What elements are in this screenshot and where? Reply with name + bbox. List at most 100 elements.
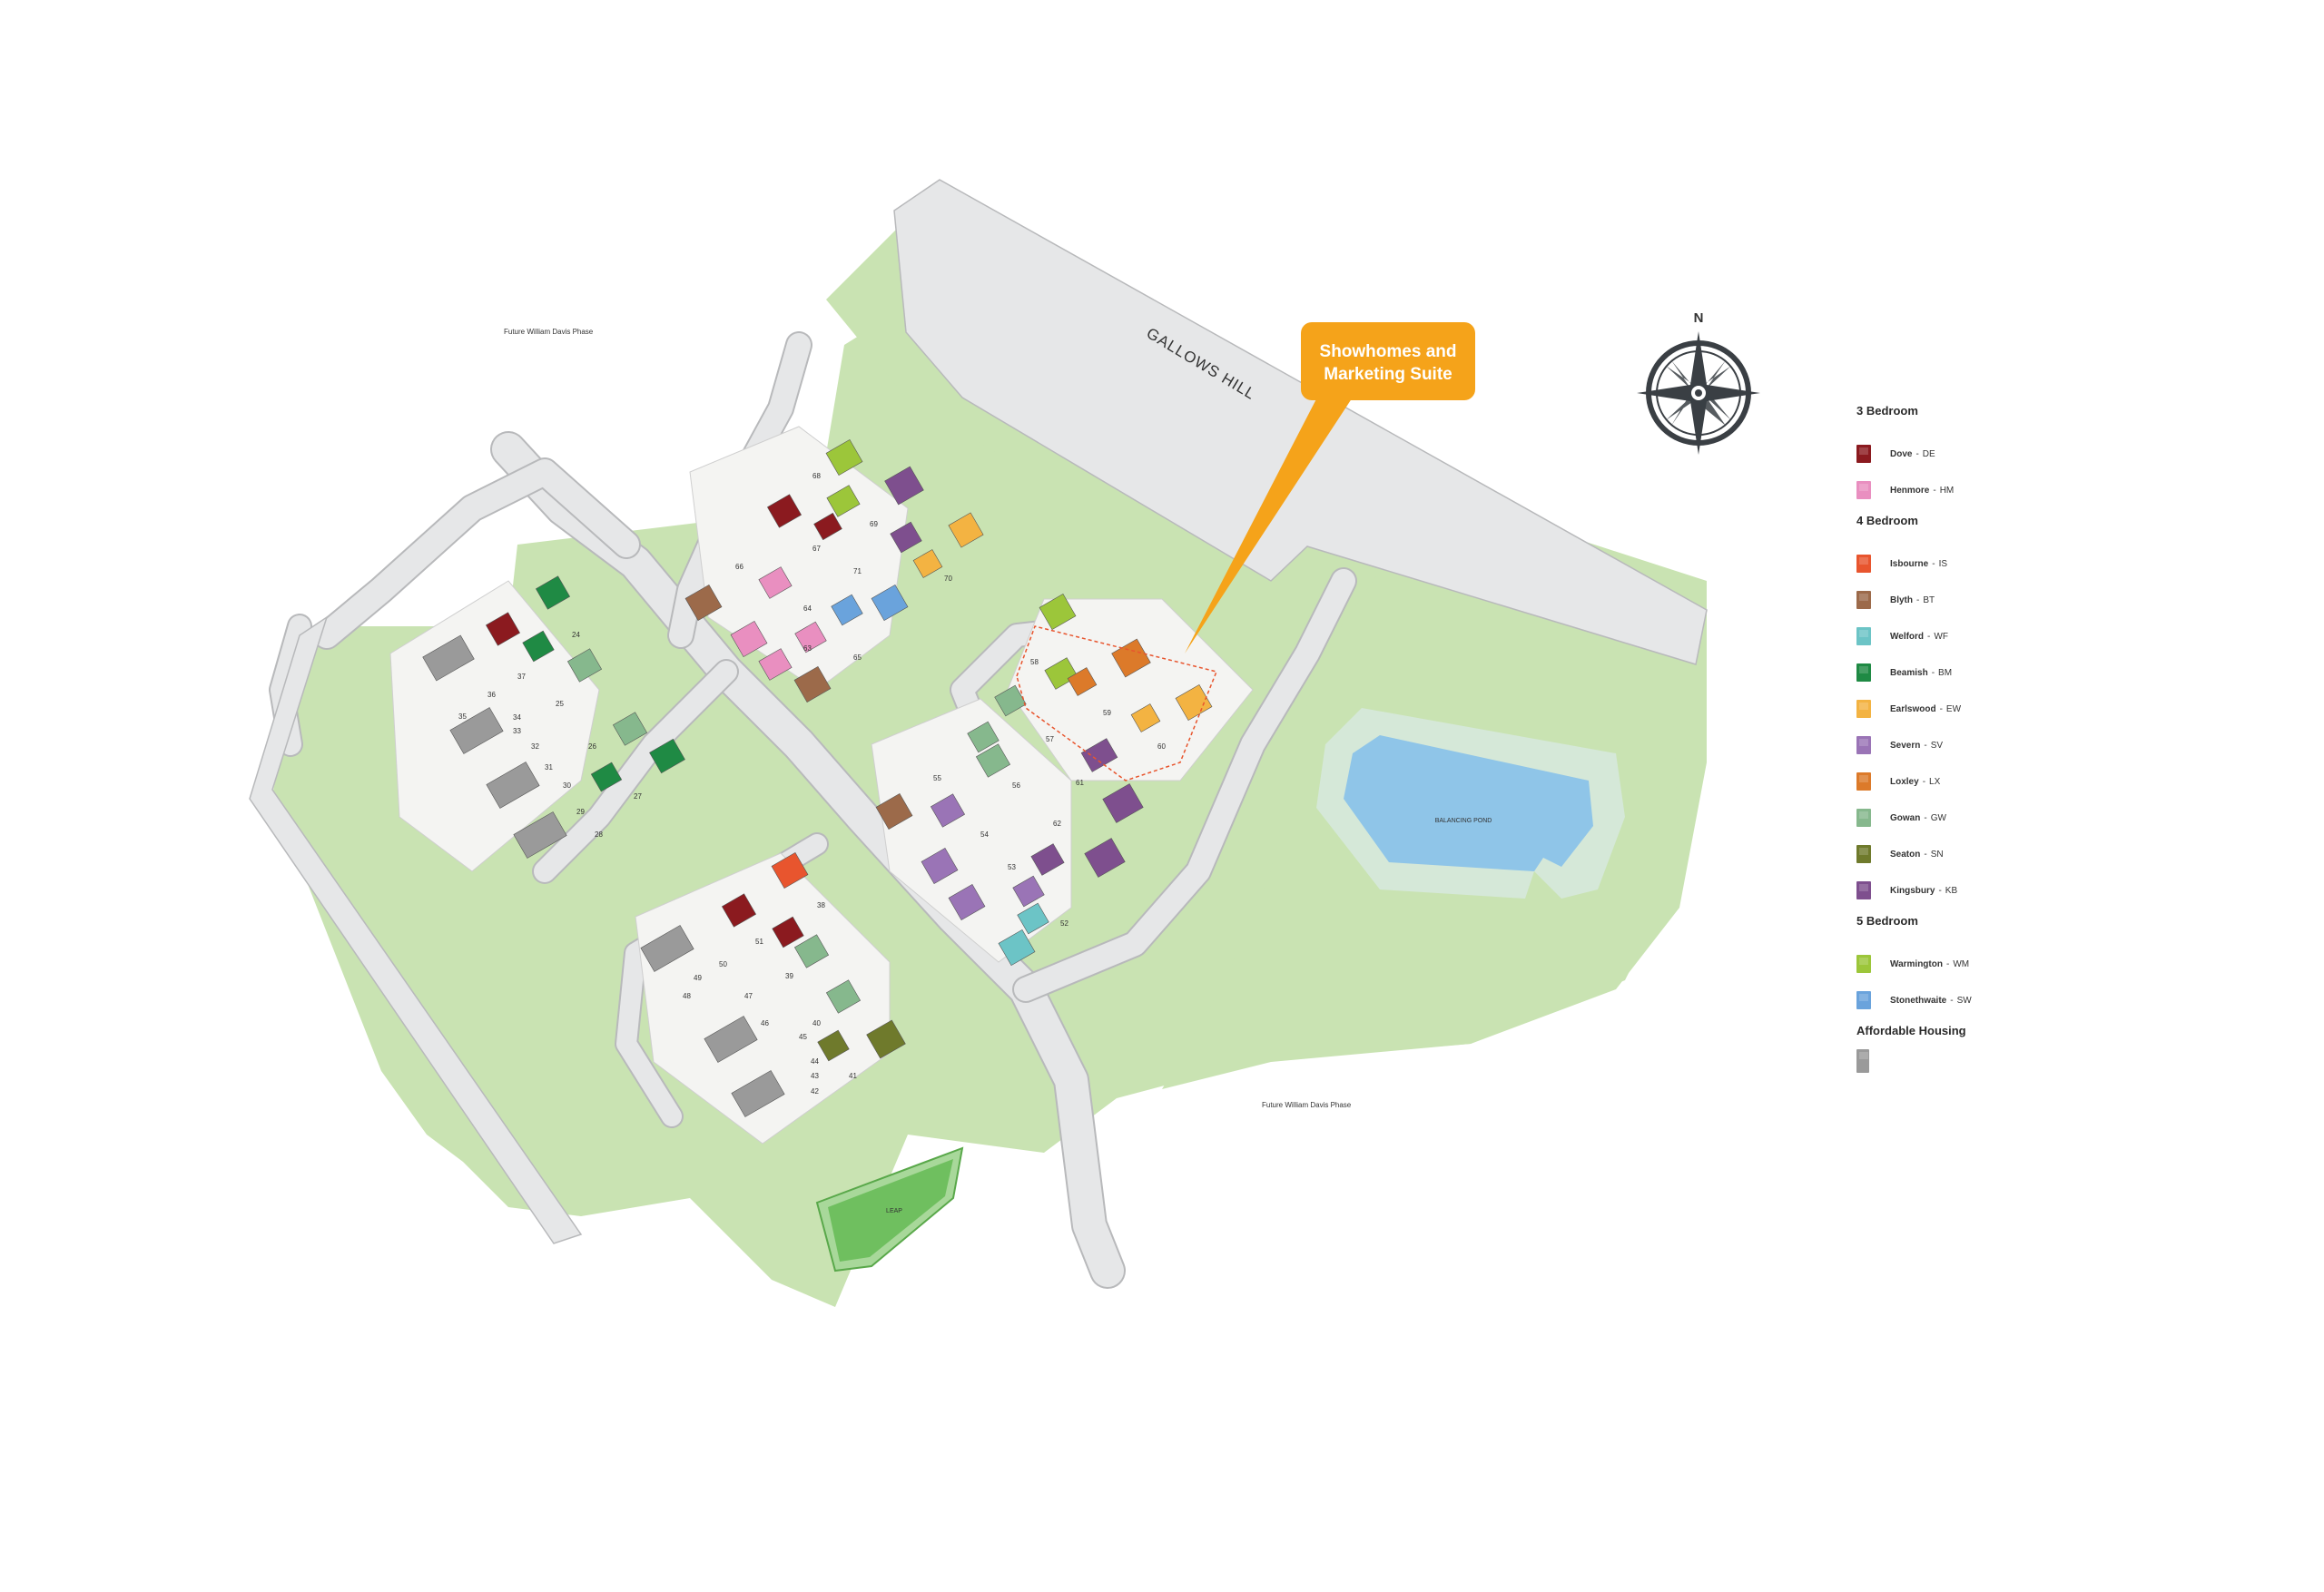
legend-item-loxley: Loxley-LX [1856,763,2156,800]
legend-name: Stonethwaite [1890,995,1947,1006]
legend-name: Dove [1890,448,1913,459]
legend-code-prefix: - [1924,812,1927,823]
legend-name: Loxley [1890,776,1919,787]
house-swatch-icon [1856,772,1871,791]
house-swatch-icon [1856,555,1871,573]
legend-name: Welford [1890,631,1925,642]
callout-pointer [1185,390,1357,654]
legend-group-4-bedroom: 4 Bedroom Isbourne-IS Blyth-BT Welford-W… [1856,514,2156,909]
plot-number: 52 [1060,919,1068,928]
plot-number: 50 [719,960,727,968]
pond-label: BALANCING POND [1435,818,1492,824]
plot-number: 43 [811,1072,819,1080]
plot-number: 71 [853,567,862,575]
legend-code: WF [1934,631,1948,642]
plot-number: 24 [572,631,580,639]
plot-number: 53 [1008,863,1016,871]
plot-number: 44 [811,1057,819,1066]
house-swatch-icon [1856,663,1871,682]
legend-heading: 3 Bedroom [1856,404,1918,418]
plot-number: 34 [513,713,521,722]
legend-name: Gowan [1890,812,1921,823]
callout-box [1301,322,1475,400]
plot-number: 69 [870,520,878,528]
leap-label: LEAP [886,1208,902,1214]
legend-name: Seaton [1890,849,1921,860]
legend-code-prefix: - [1924,849,1927,860]
legend-code: IS [1938,558,1948,569]
legend-item-earlswood: Earlswood-EW [1856,691,2156,727]
plot-number: 65 [853,654,862,662]
house-swatch-icon [1856,700,1871,718]
legend-item-stonethwaite: Stonethwaite-SW [1856,982,2156,1018]
legend-name: Severn [1890,740,1921,751]
plot-number: 64 [803,604,812,613]
legend-name: Isbourne [1890,558,1929,569]
legend-heading: 4 Bedroom [1856,514,1918,527]
plot-number: 42 [811,1087,819,1096]
house-swatch-icon [1856,445,1871,463]
plot-number: 26 [588,742,596,751]
plot-number: 37 [517,673,526,681]
plot-number: 49 [694,974,702,982]
plot-number: 55 [933,774,941,782]
legend-item-warmington: Warmington-WM [1856,946,2156,982]
leap-area [828,1159,953,1262]
plot-number: 68 [812,472,821,480]
plot-number: 32 [531,742,539,751]
legend-code: BT [1923,595,1935,605]
legend-item-seaton: Seaton-SN [1856,836,2156,872]
legend-name: Henmore [1890,485,1930,496]
legend-code-prefix: - [1933,485,1936,496]
legend-code: SN [1930,849,1944,860]
balancing-pond [1344,735,1593,871]
legend-name: Kingsbury [1890,885,1935,896]
callout-line2: Marketing Suite [1324,365,1452,384]
house-swatch-icon [1856,809,1871,827]
plot-number: 57 [1046,735,1054,743]
legend-code: HM [1939,485,1955,496]
legend-code-prefix: - [1924,740,1927,751]
plot-number: 45 [799,1033,807,1041]
plot-number: 61 [1076,779,1084,787]
legend-item-blyth: Blyth-BT [1856,582,2156,618]
plot-number: 62 [1053,820,1061,828]
plot-number: 67 [812,545,821,553]
legend-code-prefix: - [1932,558,1935,569]
house-swatch-icon [1856,991,1871,1009]
plot-number: 54 [980,830,989,839]
showhomes-callout: Showhomes and Marketing Suite [1185,322,1475,654]
legend-code: LX [1929,776,1941,787]
legend-code-prefix: - [1950,995,1954,1006]
house-footprints [422,438,1213,1117]
legend-code: GW [1930,812,1946,823]
future-phase-label-bottom: Future William Davis Phase [1262,1101,1352,1109]
legend-item-isbourne: Isbourne-IS [1856,545,2156,582]
legend-item-affordable [1856,1043,2156,1079]
callout-line1: Showhomes and [1320,342,1457,361]
plot-number: 51 [755,938,763,946]
legend-code-prefix: - [1938,885,1942,896]
legend-name: Warmington [1890,958,1943,969]
plot-number: 47 [744,992,753,1000]
house-swatch-icon [1856,736,1871,754]
legend-code: DE [1922,448,1935,459]
plot-number: 66 [735,563,743,571]
legend-code: SV [1930,740,1944,751]
plot-number: 38 [817,901,825,909]
legend-name: Blyth [1890,595,1913,605]
legend-heading: 5 Bedroom [1856,914,1918,928]
legend-item-kingsbury: Kingsbury-KB [1856,872,2156,909]
plot-number: 39 [785,972,793,980]
legend-name: Beamish [1890,667,1928,678]
house-swatch-icon [1856,881,1871,899]
plot-number: 48 [683,992,691,1000]
legend-code-prefix: - [1915,448,1919,459]
legend-group-5-bedroom: 5 Bedroom Warmington-WM Stonethwaite-SW [1856,914,2156,1018]
plot-number: 59 [1103,709,1111,717]
plot-numbers: 24 25 26 27 28 29 30 31 32 33 34 35 36 3… [458,472,1166,1096]
plot-number: 41 [849,1072,857,1080]
legend-code-prefix: - [1931,667,1935,678]
legend-code: BM [1938,667,1953,678]
